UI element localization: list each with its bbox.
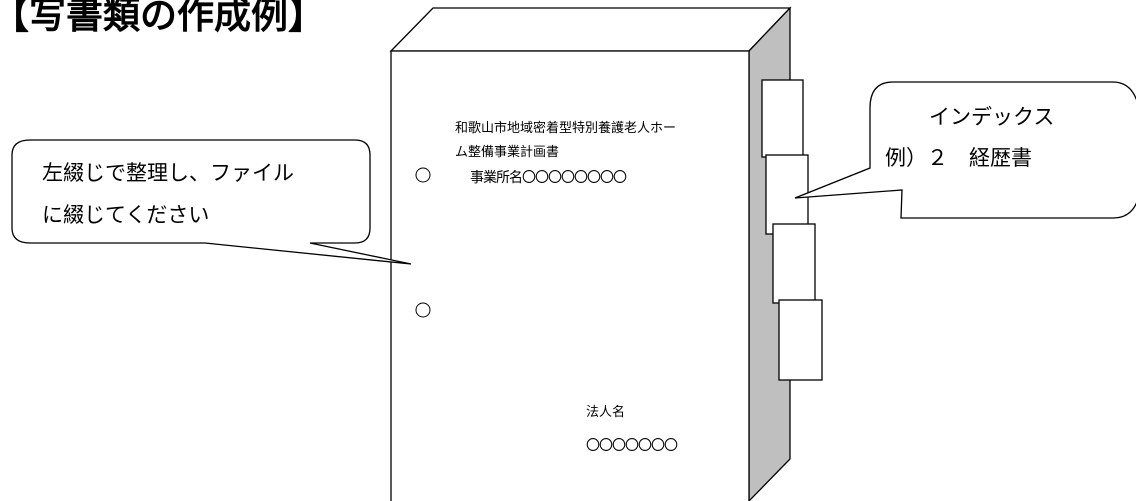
cover-title-line1: 和歌山市地域密着型特別養護老人ホー	[455, 120, 676, 136]
cover-title-line2: ム整備事業計画書	[455, 144, 559, 160]
binder-front-cover	[390, 50, 750, 501]
index-tab-3	[772, 223, 816, 304]
right-callout-line2: 例）２ 経歴書	[885, 146, 1032, 170]
page-heading: 【写書類の作成例】	[0, 0, 325, 37]
right-callout-bubble	[794, 81, 1136, 219]
binder-top-face	[389, 7, 792, 52]
corp-name-label: 法人名	[586, 404, 625, 420]
left-callout-bubble	[11, 139, 412, 265]
corp-name-value: 〇〇〇〇〇〇〇	[586, 438, 678, 454]
left-callout-line1: 左綴じで整理し、ファイル	[42, 161, 294, 185]
punch-hole-bottom	[415, 302, 431, 318]
punch-hole-top	[415, 167, 431, 183]
left-callout-line2: に綴じてください	[42, 203, 209, 227]
cover-office-name: 事業所名〇〇〇〇〇〇〇〇	[470, 170, 627, 186]
index-tab-4	[778, 299, 823, 381]
index-tab-1	[761, 79, 804, 158]
index-tab-2	[765, 154, 809, 235]
right-callout-line1: インデックス	[929, 105, 1054, 129]
